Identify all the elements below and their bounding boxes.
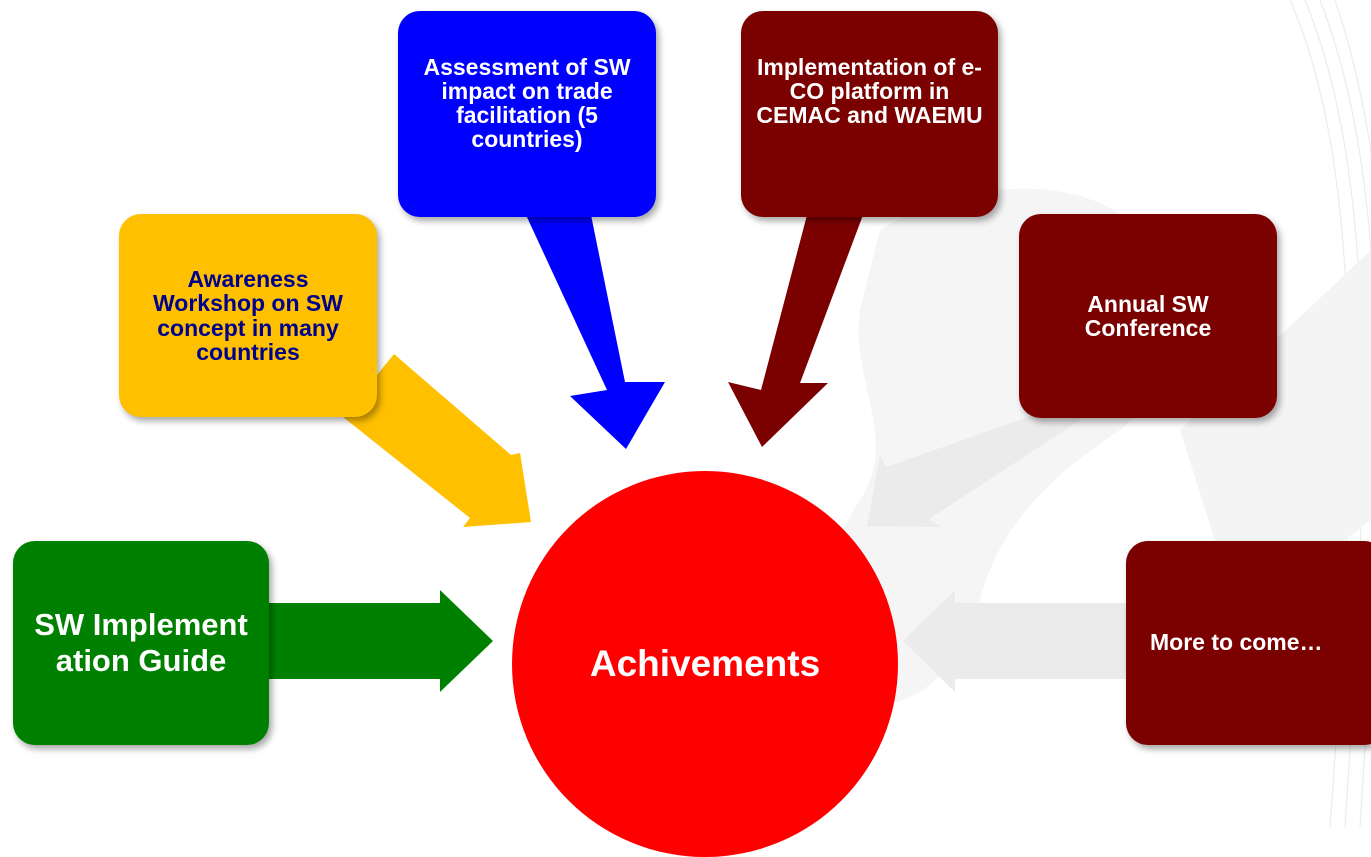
node-e-co-platform: Implementation of e-CO platform in CEMAC… bbox=[741, 11, 998, 217]
arrow-guide bbox=[265, 590, 493, 692]
node-sw-implementation-guide: SW Implementation Guide bbox=[13, 541, 269, 745]
node-awareness-workshop: Awareness Workshop on SW concept in many… bbox=[119, 214, 377, 417]
node-sw-impact-assessment: Assessment of SW impact on trade facilit… bbox=[398, 11, 656, 217]
arrow-more bbox=[903, 590, 1133, 692]
connector-arrows bbox=[265, 215, 1133, 692]
node-label: Assessment of SW impact on trade facilit… bbox=[423, 54, 631, 153]
node-label: More to come… bbox=[1150, 629, 1323, 656]
node-label: Annual SW Conference bbox=[1084, 290, 1212, 341]
hub-label: Achivements bbox=[589, 643, 821, 685]
hub-achievements-circle: Achivements bbox=[512, 471, 898, 857]
node-label: Implementation of e-CO platform in CEMAC… bbox=[756, 54, 983, 129]
arrow-conference bbox=[867, 415, 1088, 527]
node-annual-sw-conference: Annual SW Conference bbox=[1019, 214, 1277, 418]
arrow-workshop bbox=[343, 354, 531, 527]
node-label: SW Implementation Guide bbox=[34, 607, 248, 678]
node-label: Awareness Workshop on SW concept in many… bbox=[153, 266, 343, 365]
arrow-eco bbox=[728, 215, 863, 447]
node-more-to-come: More to come… bbox=[1126, 541, 1371, 745]
arrow-assessment bbox=[526, 215, 665, 449]
